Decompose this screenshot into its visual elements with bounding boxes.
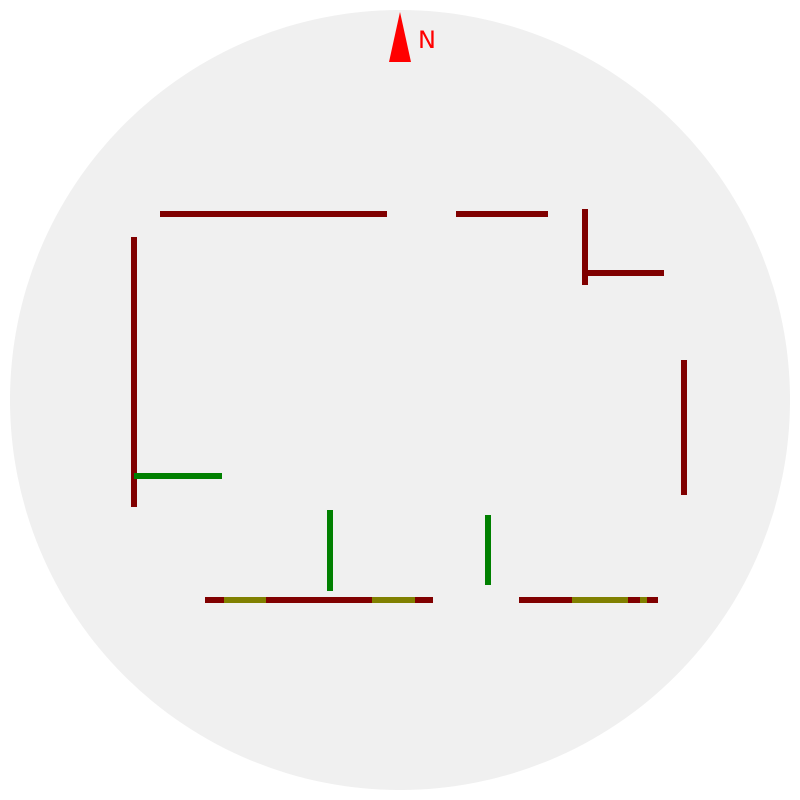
compass: N	[389, 12, 436, 62]
floor-plan-segments	[131, 209, 687, 603]
north-arrow-icon	[389, 12, 411, 62]
north-label: N	[418, 26, 436, 54]
map-disc	[10, 10, 790, 790]
